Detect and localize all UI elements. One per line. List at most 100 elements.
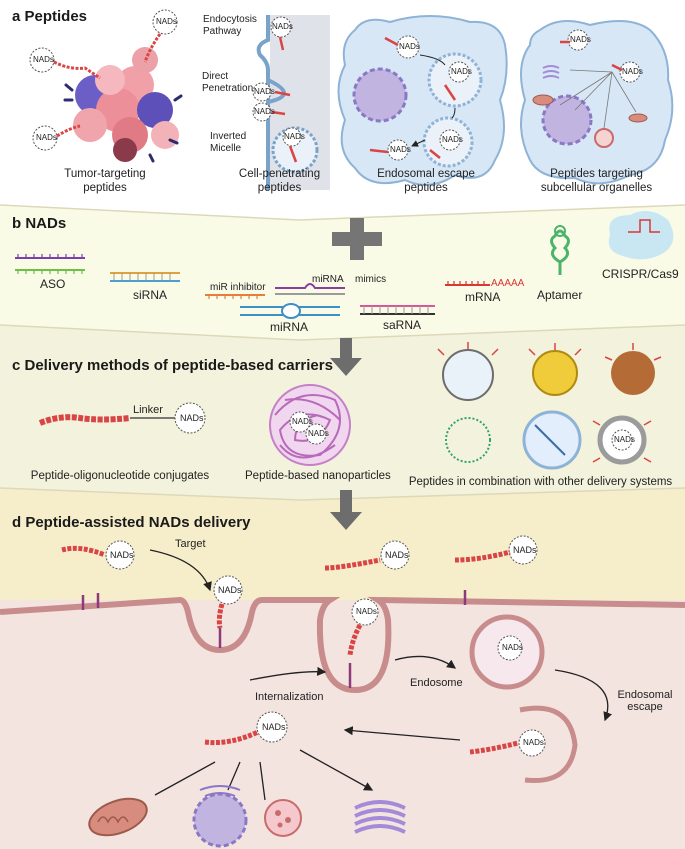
nads-label: NADs	[308, 429, 329, 438]
caption-conjugates: Peptide-oligonucleotide conjugates	[30, 470, 210, 482]
nads-cargo-icon	[611, 429, 633, 451]
endosome-arrow	[394, 655, 457, 669]
band-b	[0, 205, 685, 340]
band-d-top	[0, 488, 685, 600]
targeting-lines	[559, 69, 637, 129]
sarna-strand	[360, 305, 435, 315]
label-mirna-mimics-prefix: miRNA	[312, 274, 344, 285]
nads-label: NADs	[180, 413, 204, 423]
label-endosomal-escape: Endosomal escape	[617, 689, 673, 713]
section-c-title: c Delivery methods of peptide-based carr…	[12, 357, 333, 374]
mir-inhibitor-strand	[205, 294, 265, 299]
nads-label: NADs	[502, 643, 523, 652]
flow-down-arrow	[330, 490, 362, 530]
peptide-chain-icon	[56, 124, 81, 138]
mirna-mimic-strand	[275, 283, 345, 295]
label-sarna: saRNA	[383, 318, 422, 332]
label-mirna: miRNA	[270, 320, 308, 334]
nads-label: NADs	[254, 107, 275, 116]
peptide-chain-icon	[38, 414, 131, 426]
organelle-target-cell	[520, 20, 674, 185]
escape-arrow	[554, 669, 612, 722]
peptide-oligo-conjugate-icon	[38, 402, 206, 434]
nads-cargo-icon	[567, 29, 589, 51]
section-d-title: d Peptide-assisted NADs delivery	[12, 514, 251, 531]
nads-cargo-icon	[380, 540, 410, 570]
sirna-strand	[110, 272, 180, 282]
target-arrow	[149, 549, 212, 592]
nads-label: NADs	[218, 585, 242, 595]
nads-cargo-icon	[174, 402, 206, 434]
escape-arrow	[412, 54, 456, 146]
nads-cargo-icon	[518, 729, 546, 757]
nads-cargo-icon	[252, 82, 272, 102]
nads-cargo-icon	[448, 61, 470, 83]
label-mrna: mRNA	[465, 290, 501, 304]
nads-label: NADs	[254, 87, 275, 96]
caption-endosomal-escape: Endosomal escape peptides	[377, 168, 475, 194]
caption-nanoparticles: Peptide-based nanoparticles	[245, 470, 391, 482]
label-mimics: mimics	[355, 274, 387, 285]
nads-label: NADs	[284, 132, 305, 141]
lysosome-icon	[594, 128, 614, 148]
peptide-chain-icon	[53, 60, 101, 80]
lysosome-icon	[264, 799, 302, 837]
label-inverted-micelle: Inverted Micelle	[210, 131, 247, 154]
nads-label: NADs	[292, 417, 313, 426]
caption-combination: Peptides in combination with other deliv…	[408, 476, 673, 488]
nads-label: NADs	[570, 35, 591, 44]
label-aso: ASO	[40, 277, 66, 291]
plasma-membrane	[0, 596, 685, 694]
label-aptamer: Aptamer	[537, 288, 583, 302]
section-b-title: b NADs	[12, 215, 67, 232]
section-a-title: a Peptides	[12, 8, 88, 25]
mitochondria-icon	[628, 113, 648, 123]
mrna-strand	[445, 281, 490, 286]
endocytosis-membrane	[256, 15, 270, 190]
band-divider	[0, 204, 685, 501]
peptide-chain-icon	[469, 740, 519, 755]
nads-label: NADs	[399, 42, 420, 51]
aso-strand	[15, 254, 85, 274]
label-crispr-cas9: CRISPR/Cas9	[602, 267, 679, 281]
internalization-arrow	[249, 666, 327, 681]
peptide-chain-icon	[61, 545, 511, 656]
label-internalization: Internalization	[255, 691, 324, 703]
nads-label: NADs	[36, 133, 57, 142]
nads-cargo-icon	[105, 540, 135, 570]
nads-cargo-icon	[351, 598, 379, 626]
nads-label: NADs	[385, 550, 409, 560]
peptide-chain-icon	[204, 729, 260, 745]
nads-label: NADs	[272, 22, 293, 31]
peptide-chain-icon	[143, 33, 162, 63]
nads-label: NADs	[451, 67, 472, 76]
label-target: Target	[175, 538, 206, 550]
nads-cargo-icon	[256, 711, 288, 743]
nads-cargo-icon	[439, 129, 461, 151]
nads-cargo-icon	[396, 35, 420, 59]
mirna-hairpin-strand	[240, 303, 340, 319]
nads-label: NADs	[262, 722, 286, 732]
label-polya-tail: AAAAA	[491, 278, 525, 289]
golgi-icon	[542, 65, 560, 79]
nads-label: NADs	[523, 738, 544, 747]
nucleus-icon	[352, 67, 408, 123]
label-endocytosis-pathway: Endocytosis Pathway	[203, 14, 257, 37]
nads-cargo-icon	[252, 102, 272, 122]
label-sirna: siRNA	[133, 288, 168, 302]
label-mir-inhibitor: miR inhibitor	[210, 282, 266, 293]
nads-label: NADs	[442, 135, 463, 144]
peptide-chain-icon	[271, 36, 298, 163]
nucleus-er-icon	[192, 785, 248, 848]
nads-label: NADs	[156, 17, 177, 26]
receptor-icon	[81, 590, 467, 688]
tumor-cluster-icon	[63, 47, 183, 163]
escaping-endosome-icon	[519, 705, 578, 784]
nads-label: NADs	[110, 550, 134, 560]
caption-subcellular: Peptides targeting subcellular organelle…	[540, 168, 653, 194]
plus-icon	[332, 218, 382, 260]
nads-cargo-icon	[32, 125, 58, 151]
combination-systems-icon	[437, 342, 662, 470]
caption-cell-penetrating: Cell-penetrating peptides	[238, 168, 321, 194]
